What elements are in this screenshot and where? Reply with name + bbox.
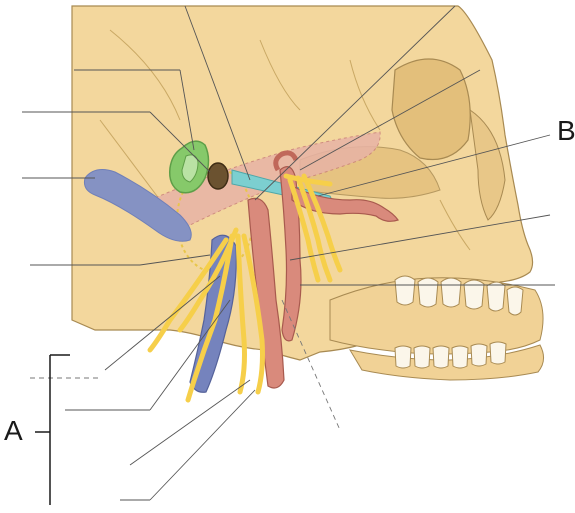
- label-b: B: [557, 117, 575, 145]
- ear-canal: [208, 163, 228, 189]
- label-a: A: [4, 417, 23, 445]
- bracket-a: [35, 355, 70, 505]
